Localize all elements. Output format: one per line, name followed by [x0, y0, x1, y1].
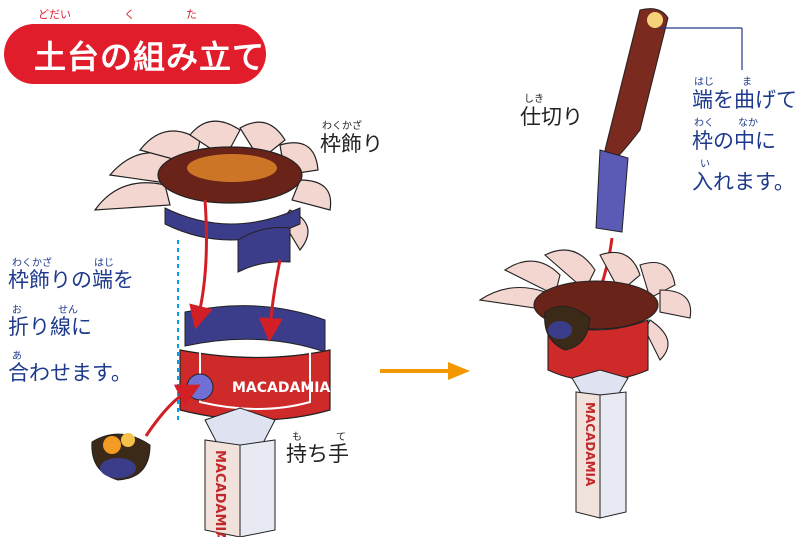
chocolate-piece: [91, 433, 151, 481]
align-ruby-2: はじ: [94, 258, 114, 269]
package-logo-handle: MACADAMIA: [212, 450, 227, 537]
page-title: 土台の組み立て: [34, 38, 266, 76]
handle-part: MACADAMIA: [204, 407, 276, 537]
divider-ruby: しき: [524, 94, 544, 105]
align-ruby-5: あ: [12, 351, 22, 362]
assembly-arrow-1: [189, 199, 213, 330]
align-ruby-3: お: [12, 305, 22, 316]
handle-ruby-2: て: [336, 432, 346, 443]
bend-line-1: 端を曲げて: [692, 88, 797, 112]
divider-part: [595, 8, 743, 233]
frame-decoration-label: 枠飾り: [320, 132, 383, 156]
frame-decoration-ruby: わくかざ: [322, 121, 362, 132]
handle-ruby-1: も: [292, 432, 302, 443]
package-logo-stand: MACADAMIA: [583, 402, 597, 487]
assembly-arrow-3: [144, 384, 201, 437]
bend-line-3: 入れます。: [692, 170, 795, 194]
title-badge: 土台の組み立て: [4, 24, 266, 84]
bend-ruby-3: わく: [694, 118, 714, 129]
bend-ruby-1: はじ: [694, 77, 714, 88]
bend-ruby-2: ま: [742, 77, 752, 88]
align-line-3: 合わせます。: [8, 361, 132, 385]
align-line-1: 枠飾りの端を: [8, 268, 134, 292]
title-ruby: どだい く た: [36, 6, 276, 24]
title-ruby-2: く: [124, 8, 135, 21]
bend-line-2: 枠の中に: [692, 129, 776, 153]
title-ruby-3: た: [186, 8, 197, 21]
handle-label: 持ち手: [286, 442, 349, 466]
align-line-2: 折り線に: [8, 315, 92, 339]
frame-decoration-parts: [93, 120, 332, 273]
align-ruby-1: わくかざ: [12, 258, 52, 269]
title-ruby-1: どだい: [38, 8, 71, 21]
package-logo-ring: MACADAMIA: [232, 380, 330, 396]
bend-ruby-4: なか: [738, 118, 758, 129]
next-step-arrow: [380, 362, 470, 380]
assembled-stand: MACADAMIA: [478, 249, 692, 519]
align-ruby-4: せん: [58, 305, 78, 316]
assembly-arrow-2: [258, 259, 283, 342]
ring-base: MACADAMIA: [179, 305, 331, 421]
divider-label: 仕切り: [520, 105, 583, 129]
bend-ruby-5: い: [700, 159, 710, 170]
